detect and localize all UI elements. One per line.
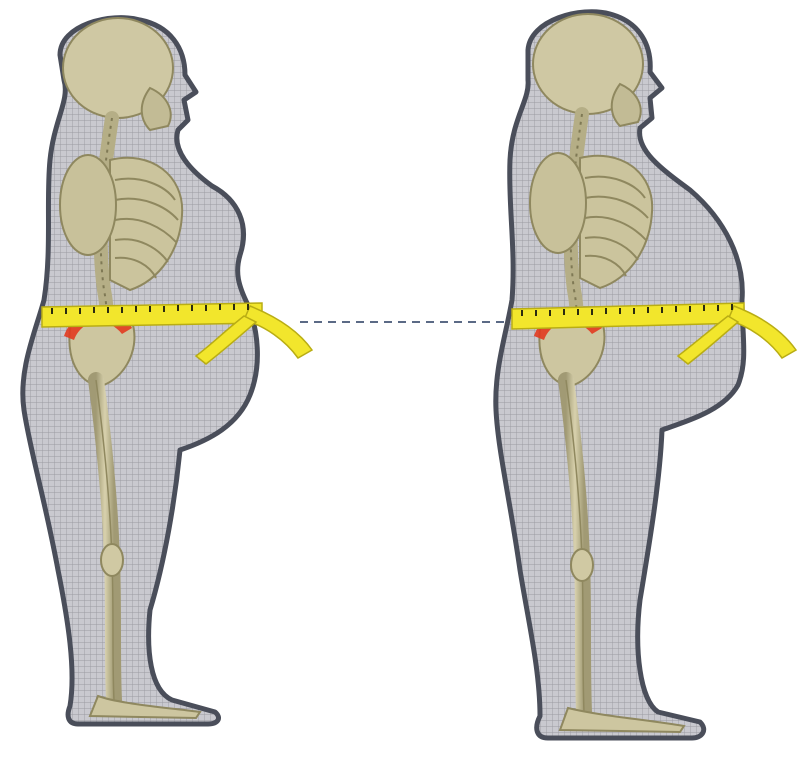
figure-left (23, 18, 312, 724)
body-silhouette-left (23, 18, 258, 724)
figure-right (496, 12, 796, 738)
